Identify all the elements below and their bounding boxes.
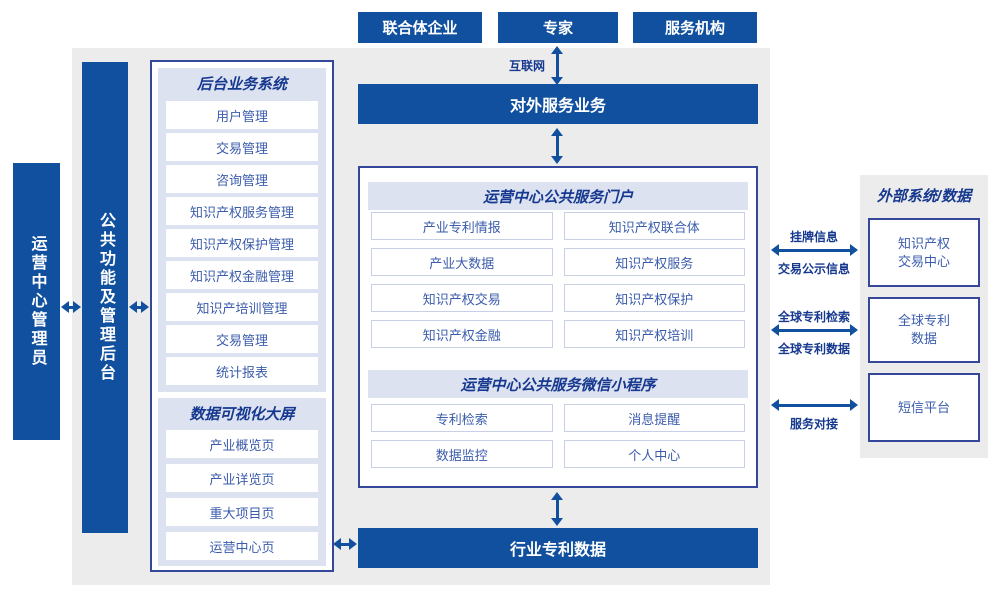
label-listing-info: 挂牌信息 bbox=[789, 230, 838, 244]
backend-item: 知识产权金融管理 bbox=[166, 261, 318, 289]
rail-label: 运营中心管理员 bbox=[28, 235, 46, 368]
actor-experts: 专家 bbox=[498, 12, 618, 43]
bar-label: 行业专利数据 bbox=[509, 542, 606, 559]
dashboard-item: 产业详览页 bbox=[166, 464, 318, 492]
external-systems-title: 外部系统/数据 bbox=[876, 187, 972, 205]
label-trade-publicity: 交易公示信息 bbox=[777, 262, 850, 276]
arrow-shaft bbox=[555, 52, 559, 79]
miniprogram-item: 个人中心 bbox=[563, 440, 745, 468]
external-system-global-patent-data: 全球专利 数据 bbox=[868, 297, 980, 363]
arrow-shaft bbox=[339, 542, 351, 546]
portal-item: 知识产权培训 bbox=[563, 320, 745, 348]
portal-item: 知识产权联合体 bbox=[563, 212, 745, 240]
industry-patent-data-bar: 行业专利数据 bbox=[358, 528, 758, 568]
arrow-shaft bbox=[555, 134, 559, 158]
internet-label: 互联网 bbox=[508, 59, 545, 73]
arrow-shaft bbox=[777, 248, 852, 252]
label-global-patent-data: 全球专利数据 bbox=[777, 342, 850, 356]
backend-item: 用户管理 bbox=[166, 101, 318, 129]
dashboard-item-list: 产业概览页 产业详览页 重大项目页 运营中心页 bbox=[158, 428, 326, 560]
actor-service-agencies: 服务机构 bbox=[633, 12, 757, 43]
backend-system-panel: 后台业务系统 用户管理 交易管理 咨询管理 知识产权服务管理 知识产权保护管理 … bbox=[158, 68, 326, 392]
backend-item: 知识产权保护管理 bbox=[166, 229, 318, 257]
backend-item-list: 用户管理 交易管理 咨询管理 知识产权服务管理 知识产权保护管理 知识产权金融管… bbox=[158, 98, 326, 385]
backend-item: 交易管理 bbox=[166, 325, 318, 353]
external-system-sms-platform: 短信平台 bbox=[868, 373, 980, 442]
arrow-trade-center bbox=[771, 244, 858, 256]
arrow-shaft bbox=[67, 305, 75, 309]
label-service-connect: 服务对接 bbox=[789, 417, 838, 431]
arrow-shaft bbox=[135, 305, 143, 309]
miniprogram-items-grid: 专利检索 消息提醒 数据监控 个人中心 bbox=[371, 404, 745, 468]
arrow-backend-panel bbox=[129, 301, 149, 313]
dashboard-item: 运营中心页 bbox=[166, 532, 318, 560]
backend-item: 统计报表 bbox=[166, 357, 318, 385]
rail-label: 公共功能及管理后台 bbox=[97, 212, 114, 383]
external-system-ip-trade-center: 知识产权 交易中心 bbox=[868, 218, 980, 287]
backend-system-title: 后台业务系统 bbox=[196, 75, 287, 93]
miniprogram-item: 数据监控 bbox=[371, 440, 553, 468]
miniprogram-item: 专利检索 bbox=[371, 404, 553, 432]
arrow-shaft bbox=[777, 328, 852, 332]
portal-item: 产业大数据 bbox=[371, 248, 553, 276]
label-global-patent-search: 全球专利检索 bbox=[777, 310, 850, 324]
arrow-servicebar-portal bbox=[551, 128, 563, 164]
backend-rail: 公共功能及管理后台 bbox=[82, 62, 128, 533]
backend-item: 咨询管理 bbox=[166, 165, 318, 193]
external-systems-panel: 外部系统/数据 知识产权 交易中心 全球专利 数据 短信平台 bbox=[860, 175, 988, 458]
arrow-dashboard-industry bbox=[333, 538, 357, 550]
backend-item: 知识产培训管理 bbox=[166, 293, 318, 321]
portal-outer-box: 运营中心公共服务门户 产业专利情报 知识产权联合体 产业大数据 知识产权服务 知… bbox=[358, 166, 758, 488]
dashboard-panel: 数据可视化大屏 产业概览页 产业详览页 重大项目页 运营中心页 bbox=[158, 398, 326, 566]
admin-rail: 运营中心管理员 bbox=[13, 163, 60, 440]
actor-label: 专家 bbox=[542, 20, 573, 37]
backend-item: 交易管理 bbox=[166, 133, 318, 161]
dashboard-item: 重大项目页 bbox=[166, 498, 318, 526]
portal-title: 运营中心公共服务门户 bbox=[368, 182, 748, 210]
actor-label: 联合体企业 bbox=[382, 20, 458, 37]
backend-item: 知识产权服务管理 bbox=[166, 197, 318, 225]
arrow-internet bbox=[551, 46, 563, 85]
arrow-shaft bbox=[555, 498, 559, 520]
left-systems-box: 后台业务系统 用户管理 交易管理 咨询管理 知识产权服务管理 知识产权保护管理 … bbox=[150, 60, 334, 572]
portal-items-grid: 产业专利情报 知识产权联合体 产业大数据 知识产权服务 知识产权交易 知识产权保… bbox=[371, 212, 745, 348]
bar-label: 对外服务业务 bbox=[509, 98, 606, 115]
arrow-sms-platform bbox=[771, 399, 858, 411]
dashboard-title: 数据可视化大屏 bbox=[189, 405, 295, 423]
actor-label: 服务机构 bbox=[664, 20, 725, 37]
arrow-portal-industry bbox=[551, 492, 563, 526]
portal-item: 知识产权保护 bbox=[563, 284, 745, 312]
actor-consortium-enterprises: 联合体企业 bbox=[358, 12, 482, 43]
arrow-shaft bbox=[777, 403, 852, 407]
arrow-admin-backend bbox=[61, 301, 81, 313]
miniprogram-title: 运营中心公共服务微信小程序 bbox=[368, 370, 748, 398]
portal-item: 知识产权服务 bbox=[563, 248, 745, 276]
dashboard-item: 产业概览页 bbox=[166, 430, 318, 458]
arrow-global-patent bbox=[771, 324, 858, 336]
portal-item: 知识产权金融 bbox=[371, 320, 553, 348]
external-service-bar: 对外服务业务 bbox=[358, 84, 758, 124]
portal-item: 知识产权交易 bbox=[371, 284, 553, 312]
miniprogram-item: 消息提醒 bbox=[563, 404, 745, 432]
portal-item: 产业专利情报 bbox=[371, 212, 553, 240]
